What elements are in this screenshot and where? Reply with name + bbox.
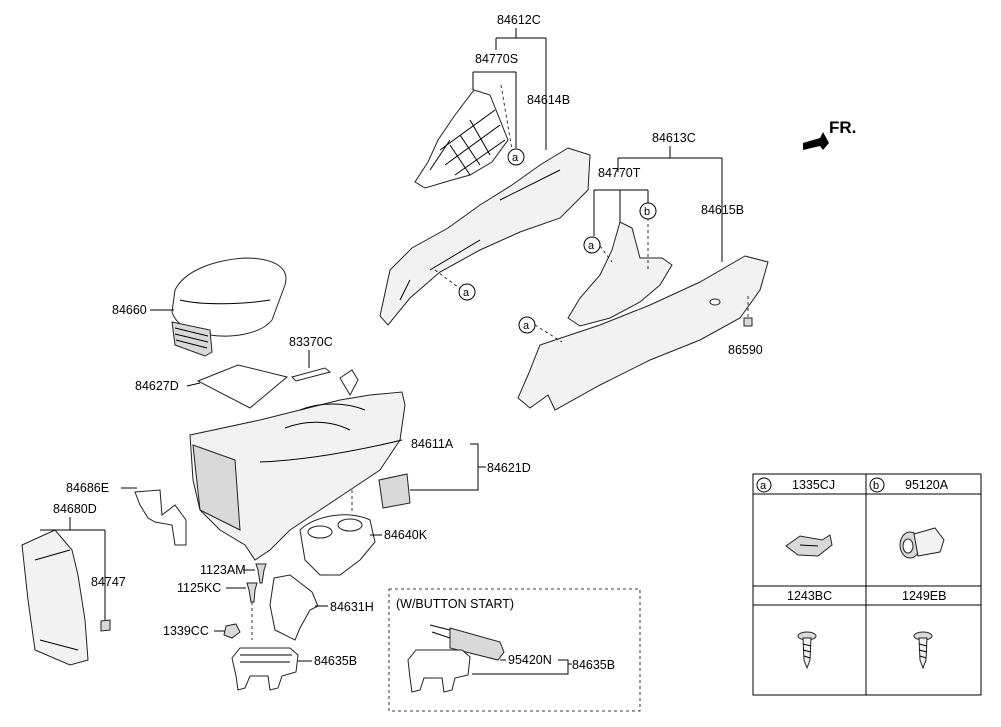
label-84770S: 84770S — [475, 52, 518, 66]
button-start-title: (W/BUTTON START) — [396, 597, 514, 611]
legend-part-1243BC: 1243BC — [787, 589, 832, 603]
label-84631H: 84631H — [330, 600, 374, 614]
label-84613C: 84613C — [652, 131, 696, 145]
part-95420N-shape — [449, 627, 505, 661]
left-side-cover-group — [379, 84, 591, 326]
part-84660-hinge — [171, 321, 213, 357]
callout-a-4 — [518, 316, 536, 334]
armrest-group — [171, 257, 287, 357]
label-84660: 84660 — [112, 303, 147, 317]
label-86590: 86590 — [728, 343, 763, 357]
part-1125KC-shape — [246, 582, 258, 603]
part-84680D-shape — [21, 529, 89, 666]
main-console-group — [189, 369, 406, 561]
callout-a-2-text: a — [463, 287, 470, 299]
part-1123AM-shape — [255, 563, 267, 584]
screw-1249EB-icon — [913, 631, 933, 670]
screw-1243BC-icon — [797, 631, 817, 670]
part-84770S-shape — [414, 89, 509, 189]
part-84747-shape — [100, 619, 111, 632]
part-84631H-shape — [269, 574, 319, 641]
callout-a-1 — [507, 148, 525, 166]
label-84770T: 84770T — [598, 166, 641, 180]
label-1123AM: 1123AM — [200, 563, 246, 577]
part-84686E-shape — [134, 489, 187, 546]
part-84640K-shape — [299, 514, 376, 576]
part-84615B-shape — [517, 255, 769, 411]
part-83370C-shape — [291, 367, 332, 382]
front-label: FR. — [829, 118, 856, 137]
callout-a-3 — [583, 236, 601, 254]
callout-b-1 — [639, 202, 657, 220]
label-84635B-alt: 84635B — [572, 658, 615, 672]
legend-part-1335CJ: 1335CJ — [792, 478, 835, 492]
button-start-box: (W/BUTTON START) 95420N 84635B — [388, 588, 641, 712]
label-84615B: 84615B — [701, 203, 744, 217]
label-84614B: 84614B — [527, 93, 570, 107]
legend-marker-b — [869, 477, 885, 493]
legend-marker-a-text: a — [760, 480, 767, 492]
part-84660-shape — [171, 257, 287, 337]
callout-a-2 — [458, 283, 476, 301]
label-84635B: 84635B — [314, 654, 357, 668]
fastener-legend-table: a 1335CJ b 95120A 1243BC 1249EB — [752, 473, 982, 696]
label-84612C: 84612C — [497, 13, 541, 27]
label-84621D: 84621D — [487, 461, 531, 475]
callout-b-1-text: b — [644, 206, 650, 218]
right-side-cover-group — [517, 218, 769, 411]
label-1339CC: 1339CC — [163, 624, 209, 638]
label-95420N: 95420N — [508, 653, 552, 667]
label-84640K: 84640K — [384, 528, 428, 542]
sensor-95120A-icon — [899, 527, 945, 559]
part-84627D-shape — [196, 364, 289, 409]
part-84635B-alt-shape — [407, 649, 471, 693]
callout-a-3-text: a — [588, 240, 595, 252]
callout-a-4-text: a — [523, 320, 530, 332]
label-84686E: 84686E — [66, 481, 109, 495]
legend-part-95120A: 95120A — [905, 478, 949, 492]
label-84680D: 84680D — [53, 502, 97, 516]
legend-marker-a — [756, 477, 772, 493]
part-84635B-shape — [231, 647, 299, 691]
label-84611A: 84611A — [411, 437, 454, 451]
label-1125KC: 1125KC — [177, 581, 221, 595]
part-1339CC-shape — [223, 623, 241, 639]
part-84770T-shape — [567, 221, 673, 327]
legend-part-1249EB: 1249EB — [902, 589, 946, 603]
part-86590-shape — [743, 317, 753, 327]
part-84611A-shape — [189, 391, 406, 561]
label-84747: 84747 — [91, 575, 126, 589]
label-83370C: 83370C — [289, 335, 333, 349]
legend-marker-b-text: b — [873, 480, 879, 492]
front-arrow-icon — [803, 132, 829, 150]
callout-a-1-text: a — [512, 152, 519, 164]
part-84621D-shape — [378, 473, 411, 509]
label-84627D: 84627D — [135, 379, 179, 393]
button-start-frame — [388, 588, 641, 712]
part-84614B-shape — [379, 147, 591, 326]
front-direction-indicator: FR. — [803, 118, 856, 150]
